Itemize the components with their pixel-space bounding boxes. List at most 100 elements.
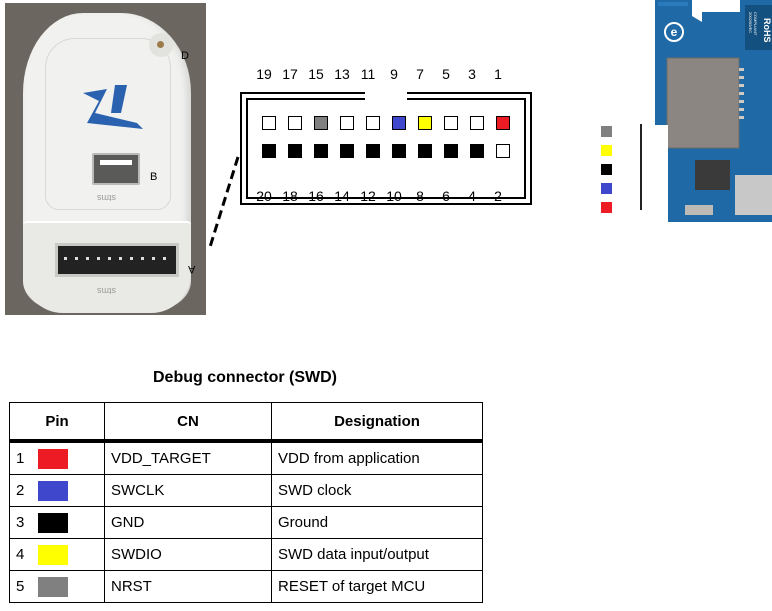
e-logo-icon: [664, 22, 684, 42]
target-board-photo: e RoHS COMPLIANT 2002/95/EC: [640, 0, 772, 222]
connector-pin-13: [340, 116, 354, 130]
usb-port: [92, 153, 140, 185]
pin-cell: 3: [9, 506, 105, 539]
connector-pin-11: [366, 116, 380, 130]
cn-cell: SWCLK: [104, 474, 272, 507]
pin-cell: 4: [9, 538, 105, 571]
connector-pin-1: [496, 116, 510, 130]
connector-pin-7: [418, 116, 432, 130]
svg-text:e: e: [671, 25, 678, 39]
label-d: D: [181, 50, 189, 62]
color-swatch: [38, 576, 69, 597]
programmer-top-panel: [45, 38, 171, 210]
pin-number-label: 4: [468, 188, 476, 204]
cn-cell: VDD_TARGET: [104, 440, 272, 475]
jtag-port: [55, 243, 179, 277]
pin-cell: 2: [9, 474, 105, 507]
pin-number-label: 20: [256, 188, 272, 204]
svg-text:COMPLIANT: COMPLIANT: [753, 12, 758, 36]
connector-pin-15: [314, 116, 328, 130]
connector-pin-12: [366, 144, 380, 158]
table-header-row: Pin CN Designation: [9, 402, 483, 443]
label-b: B: [150, 171, 158, 183]
pin-number-label: 16: [308, 188, 324, 204]
connector-pin-10: [392, 144, 406, 158]
sd-card-slot: [666, 57, 740, 149]
dashed-leader-line: [208, 156, 240, 248]
pin-number-label: 18: [282, 188, 298, 204]
pin-number-label: 1: [494, 66, 502, 82]
programmer-photo: D B A stms stms: [5, 3, 206, 315]
brand-text: stms: [97, 286, 116, 296]
cn-cell: SWDIO: [104, 538, 272, 571]
header-cn: CN: [104, 402, 272, 443]
pin-number-label: 11: [360, 66, 376, 82]
designation-cell: SWD clock: [271, 474, 483, 507]
pin-number-label: 8: [416, 188, 424, 204]
connector-pin-18: [288, 144, 302, 158]
pin-number-label: 6: [442, 188, 450, 204]
pin-number-label: 14: [334, 188, 350, 204]
pin-number-label: 15: [308, 66, 324, 82]
color-swatch: [38, 544, 69, 565]
pin-number: 2: [16, 482, 25, 499]
designation-cell: RESET of target MCU: [271, 570, 483, 603]
pin-number-label: 9: [390, 66, 398, 82]
connector-pin-2: [496, 144, 510, 158]
micro-usb-port: [735, 175, 772, 215]
designation-cell: SWD data input/output: [271, 538, 483, 571]
connector-pin-17: [288, 116, 302, 130]
color-swatch: [38, 448, 69, 469]
cn-cell: NRST: [104, 570, 272, 603]
slide-switch: [685, 205, 713, 215]
pin-number-label: 17: [282, 66, 298, 82]
pin-number: 5: [16, 578, 25, 595]
header-color-swatch: [601, 164, 612, 175]
pin-number-label: 12: [360, 188, 376, 204]
pin-cell: 5: [9, 570, 105, 603]
pin-number: 4: [16, 546, 25, 563]
header-color-swatch: [601, 202, 612, 213]
pin-number-label: 5: [442, 66, 450, 82]
header-color-swatch: [601, 145, 612, 156]
brand-text: stms: [97, 193, 116, 203]
st-logo-icon: [83, 85, 143, 129]
connector-pin-9: [392, 116, 406, 130]
header-color-swatch: [601, 183, 612, 194]
connector-key-notch: [365, 88, 407, 102]
pin-number-label: 19: [256, 66, 272, 82]
cn-cell: GND: [104, 506, 272, 539]
header-pin: Pin: [9, 402, 105, 443]
led-indicator: [149, 33, 173, 57]
pin-number-label: 2: [494, 188, 502, 204]
connector-pin-6: [444, 144, 458, 158]
color-swatch: [38, 480, 69, 501]
pin-number-label: 13: [334, 66, 350, 82]
connector-pin-8: [418, 144, 432, 158]
header-color-swatch: [601, 126, 612, 137]
label-a: A: [188, 263, 196, 275]
pin-header: [640, 124, 642, 210]
connector-pin-4: [470, 144, 484, 158]
connector-pin-5: [444, 116, 458, 130]
jst-connector: [695, 160, 730, 190]
pin-number: 3: [16, 514, 25, 531]
table-title: Debug connector (SWD): [153, 369, 337, 386]
connector-pin-14: [340, 144, 354, 158]
pin-number-label: 3: [468, 66, 476, 82]
connector-pin-3: [470, 116, 484, 130]
connector-pin-20: [262, 144, 276, 158]
svg-text:2002/95/EC: 2002/95/EC: [748, 12, 753, 33]
pin-cell: 1: [9, 440, 105, 475]
color-swatch: [38, 512, 69, 533]
connector-pin-16: [314, 144, 328, 158]
designation-cell: Ground: [271, 506, 483, 539]
header-designation: Designation: [271, 402, 483, 443]
pin-number: 1: [16, 450, 25, 467]
